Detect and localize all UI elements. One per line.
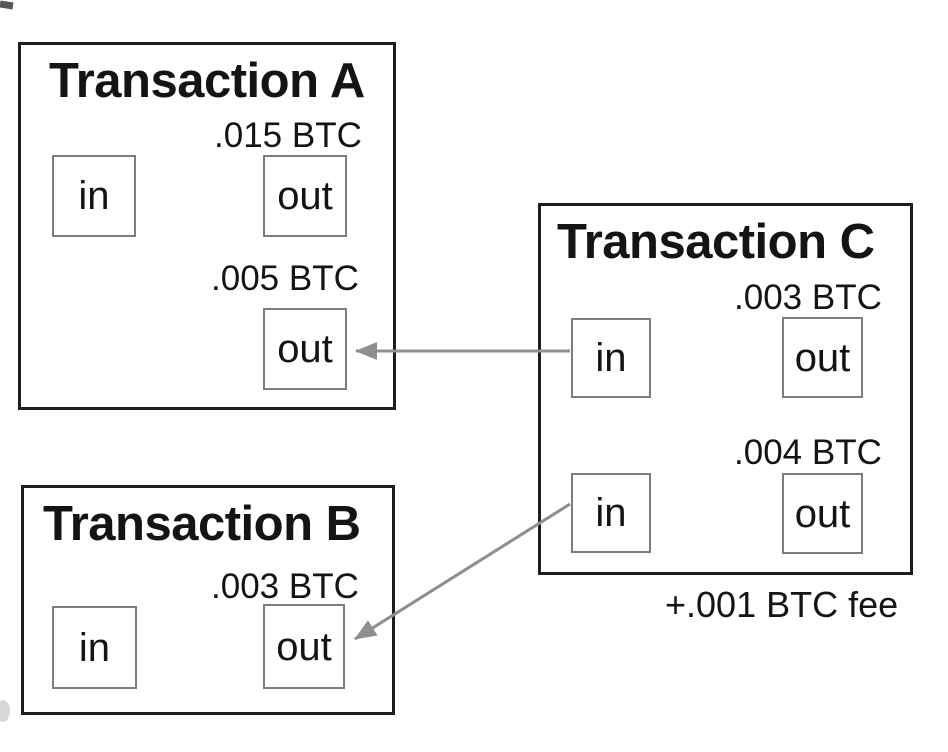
transaction-a-output-2-box: out [263,308,347,390]
transaction-b-output-1-amount: .003 BTC [211,567,359,606]
transaction-c-input-2-label: in [595,491,627,535]
transaction-b-input-1-label: in [78,625,111,670]
scan-artifact-top-left [0,0,14,10]
transaction-a-output-2-amount: .005 BTC [211,259,359,298]
transaction-c-box: Transaction C .003 BTC in out .004 BTC i… [538,203,913,575]
transaction-b-output-1-box: out [263,604,345,689]
transaction-a-output-1-label: out [277,174,333,218]
transaction-a-output-1-box: out [263,155,347,237]
transaction-c-title: Transaction C [557,215,875,269]
transaction-c-fee-label: +.001 BTC fee [665,584,899,625]
transaction-a-output-2-label: out [277,327,333,371]
transaction-c-output-1-box: out [782,317,863,398]
transaction-b-input-1-box: in [52,606,137,689]
transaction-a-input-1-label: in [78,174,110,218]
transaction-c-output-1-amount: .003 BTC [734,278,882,317]
transaction-b-output-1-label: out [276,624,332,669]
transaction-c-output-2-amount: .004 BTC [734,433,882,472]
transaction-c-input-1-box: in [571,318,651,398]
transaction-c-input-1-label: in [595,336,627,380]
transaction-c-output-2-box: out [782,473,863,554]
transaction-c-output-1-label: out [794,335,851,380]
transaction-b-box: Transaction B .003 BTC in out [21,485,395,715]
scan-artifact-bottom-left [0,700,10,722]
transaction-a-output-1-amount: .015 BTC [214,116,362,155]
transaction-a-input-1-box: in [52,155,136,237]
transaction-a-box: Transaction A .015 BTC in out .005 BTC o… [18,42,396,410]
transaction-c-output-2-label: out [794,491,851,536]
transaction-c-input-2-box: in [571,473,651,553]
transaction-b-title: Transaction B [43,497,361,551]
transaction-a-title: Transaction A [49,54,365,108]
